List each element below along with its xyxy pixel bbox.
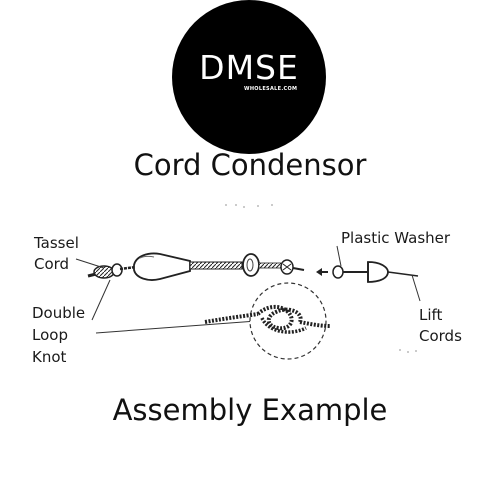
cord-condenser-body bbox=[133, 252, 191, 281]
assembly-example-title: Assembly Example bbox=[112, 393, 388, 427]
double-loop-knot bbox=[280, 259, 294, 275]
logo-subtext: WHOLESALE.COM bbox=[244, 86, 298, 92]
label-plastic-washer: Plastic Washer bbox=[341, 229, 451, 247]
plastic-washer bbox=[332, 265, 368, 279]
label-lift: Lift bbox=[419, 306, 443, 324]
label-double: Double bbox=[32, 304, 86, 322]
label-cord: Cord bbox=[34, 255, 70, 273]
page-title: Cord Condensor bbox=[133, 148, 367, 182]
tassel-cord bbox=[87, 265, 115, 279]
leader-lines bbox=[75, 245, 421, 334]
label-cords: Cords bbox=[419, 327, 462, 345]
cord-bead bbox=[242, 253, 260, 277]
label-tassel: Tassel bbox=[34, 234, 79, 252]
logo-text: DMSE bbox=[199, 48, 299, 87]
scan-noise bbox=[225, 204, 417, 353]
end-cap bbox=[367, 261, 389, 283]
twisted-lift-cords bbox=[189, 261, 243, 270]
label-loop: Loop bbox=[32, 326, 68, 344]
dmse-logo: DMSE WHOLESALE.COM bbox=[172, 0, 326, 154]
label-knot: Knot bbox=[32, 348, 67, 366]
knot-detail-inset bbox=[204, 282, 331, 360]
